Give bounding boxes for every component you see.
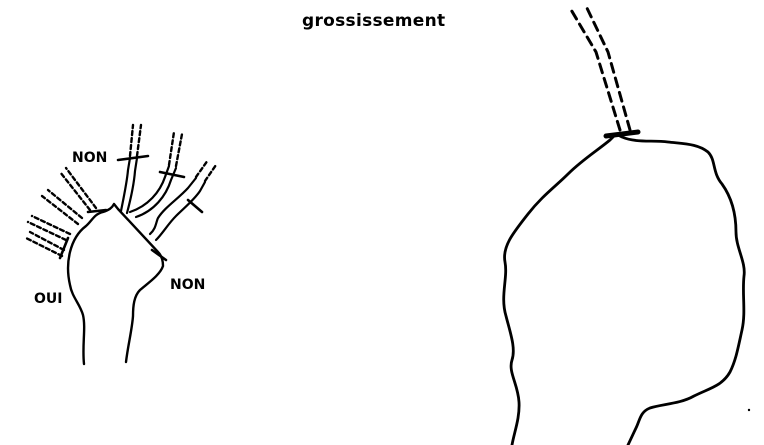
enlarged-bulb-drawing: [504, 6, 750, 445]
non-label-top: NON: [72, 150, 107, 166]
enlarged-cut-mark: [606, 132, 638, 136]
dashed-extensions-small: [26, 125, 216, 256]
dashed-extension-large: [570, 6, 630, 130]
small-bulb-drawing: NON OUI NON: [26, 125, 216, 364]
title-label: grossissement: [302, 11, 445, 31]
stray-dot: [748, 409, 750, 411]
non-label-right: NON: [170, 277, 205, 293]
small-bulb-outline: [68, 204, 163, 364]
cut-mark-branch3: [188, 200, 202, 212]
branch-3-left-edge: [150, 178, 196, 234]
cut-mark-top: [118, 156, 148, 160]
enlarged-bulb-outline: [504, 134, 745, 445]
oui-label: OUI: [34, 291, 62, 307]
